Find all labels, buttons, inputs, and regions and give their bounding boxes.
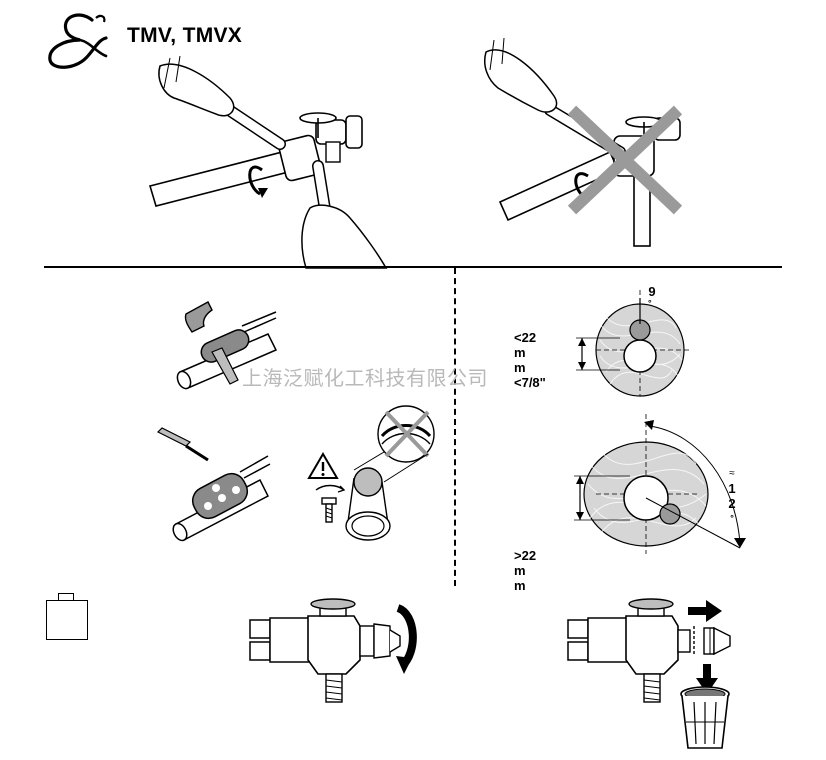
trash-bin-icon xyxy=(680,686,730,749)
toolbox-handle xyxy=(58,593,74,601)
angle-small-unit: ° xyxy=(648,298,652,308)
wrench-tightening-illustration xyxy=(148,55,388,269)
angle-large-label: ≈ 1 2 ° xyxy=(728,468,736,523)
size-small-label: <22 m m <7/8" xyxy=(514,330,546,390)
toolbox-icon xyxy=(46,600,88,640)
sensor-clamp-illustration xyxy=(176,301,278,390)
screw-detail-illustration xyxy=(315,484,346,523)
insulation-strap-illustration xyxy=(156,427,271,542)
watermark-text: 上海泛赋化工科技有限公司 xyxy=(242,366,488,390)
column-divider xyxy=(454,268,456,586)
sensor-position-small-diagram xyxy=(576,290,690,397)
angle-small-label: 9 xyxy=(648,284,656,299)
valve-rotate-illustration xyxy=(249,598,417,703)
right-arrow-icon xyxy=(688,600,722,622)
sensor-position-large-diagram xyxy=(574,414,746,554)
size-large-label: >22 m m xyxy=(514,548,537,593)
cross-out-icon xyxy=(567,105,683,215)
orifice-removal-illustration xyxy=(567,598,731,703)
ampersand-symbol-icon xyxy=(48,13,108,69)
down-arrow-icon xyxy=(696,664,718,694)
pipe-zoom-illustration xyxy=(345,405,435,541)
warning-triangle-icon xyxy=(307,452,339,479)
page-title: TMV, TMVX xyxy=(127,24,243,47)
section-divider xyxy=(44,266,782,268)
